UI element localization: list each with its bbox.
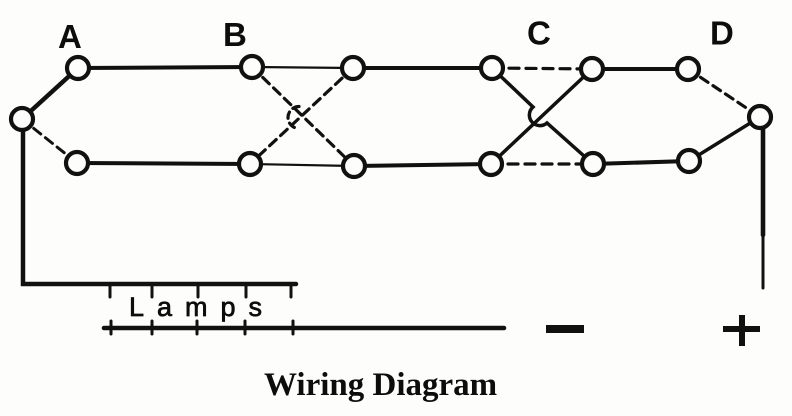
svg-text:A: A <box>58 18 82 55</box>
svg-text:Lamps: Lamps <box>129 292 275 322</box>
svg-text:C: C <box>527 15 551 52</box>
svg-text:B: B <box>223 16 247 53</box>
svg-text:D: D <box>710 15 734 52</box>
svg-text:Wiring Diagram: Wiring Diagram <box>264 367 497 403</box>
